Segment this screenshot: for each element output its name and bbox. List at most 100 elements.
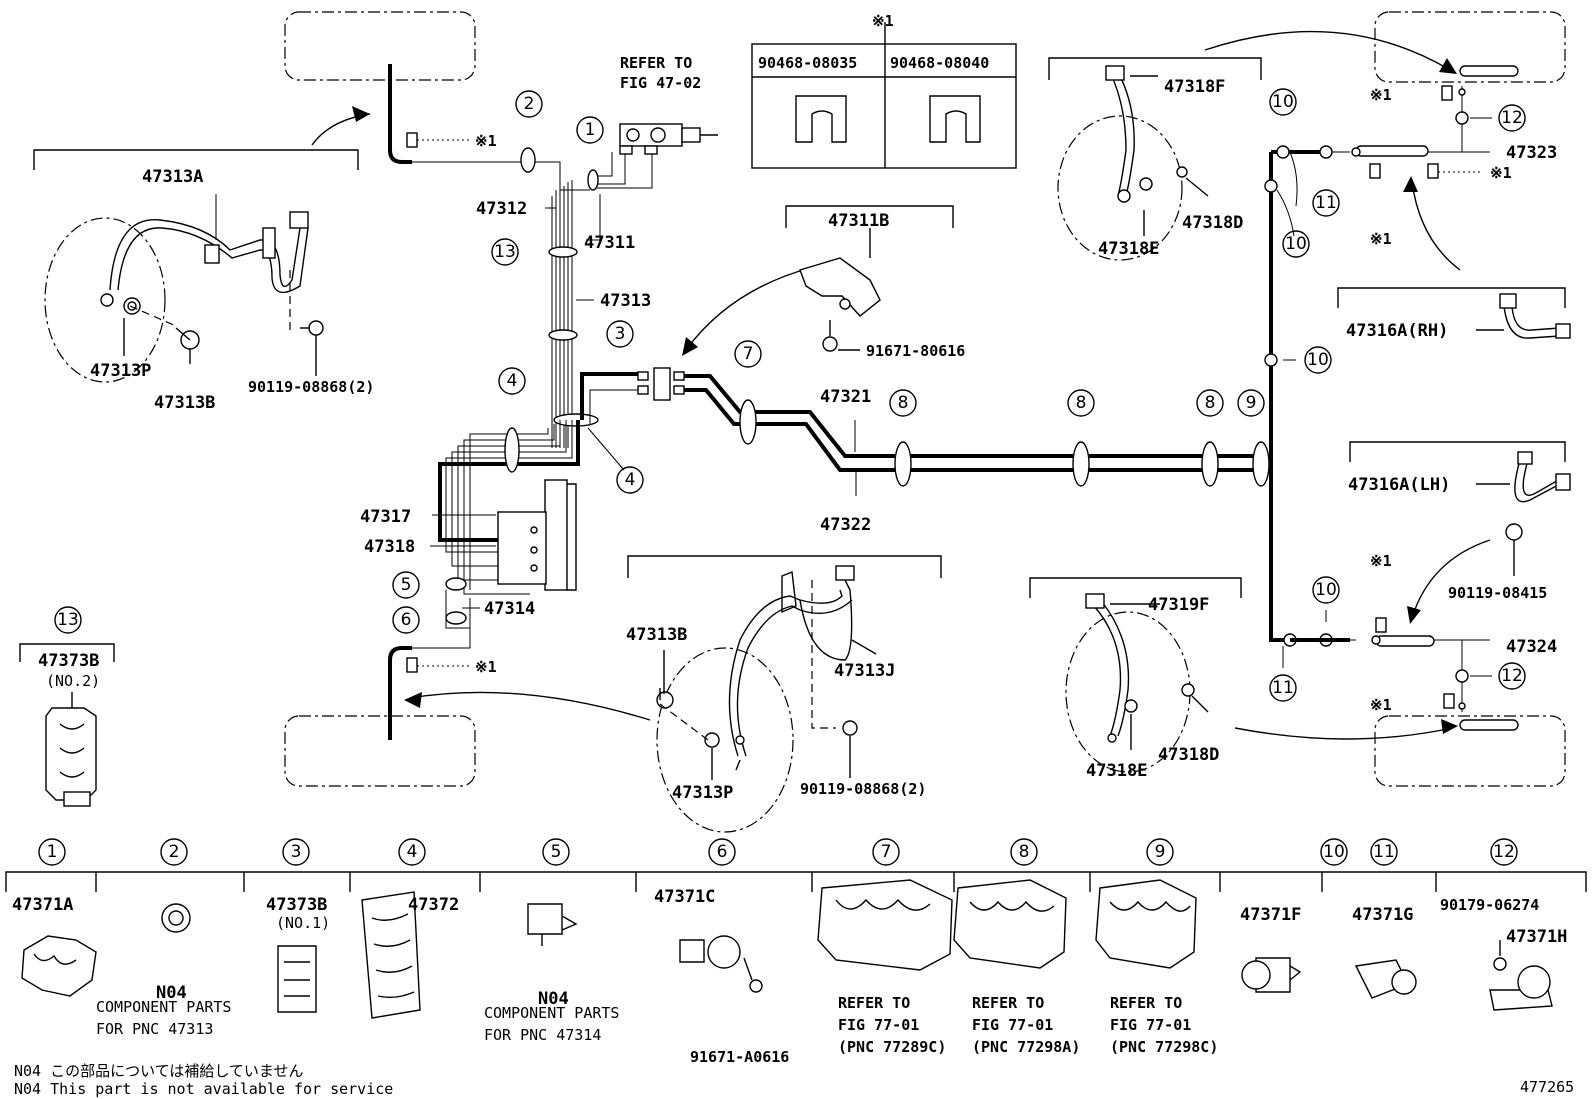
callout-2: 2	[524, 94, 535, 114]
legend-circle-10	[1320, 838, 1348, 866]
legend-circle-2	[160, 838, 188, 866]
front-hose-upper	[44, 211, 324, 383]
legend-part-12: 47371H	[1506, 927, 1567, 947]
legend-number-1: 1	[47, 842, 58, 862]
callout-6: 6	[401, 610, 412, 630]
callout-12b: 12	[1501, 666, 1523, 686]
legend-sub-12: 90179-06274	[1440, 896, 1539, 914]
callout-8c: 8	[1205, 393, 1216, 413]
label-47317: 47317	[360, 507, 411, 527]
legend-circle-9	[1146, 838, 1174, 866]
callout-4a: 4	[507, 371, 518, 391]
callout-4b: 4	[625, 470, 636, 490]
legend-line-8-1: FIG 77-01	[972, 1016, 1053, 1034]
legend-part-1: 47371A	[12, 895, 73, 915]
legend-circle-5	[542, 838, 570, 866]
upper-left-pipe	[388, 64, 590, 191]
legend-number-2: 2	[169, 842, 180, 862]
label-47322: 47322	[820, 515, 871, 535]
label-47318F: 47318F	[1164, 77, 1225, 97]
ref-mark-4: ※1	[1490, 164, 1512, 182]
lower-left-pipe	[388, 646, 470, 740]
label-47312: 47312	[476, 199, 527, 219]
label-90119-08868-b: 90119-08868(2)	[800, 780, 926, 798]
legend-line-2-0: COMPONENT PARTS	[96, 998, 231, 1016]
callout-9: 9	[1246, 393, 1257, 413]
legend-circle-1	[38, 838, 66, 866]
label-47318D-b: 47318D	[1158, 745, 1219, 765]
legend-line-7-0: REFER TO	[838, 994, 910, 1012]
label-refer-fig-2: FIG 47-02	[620, 74, 701, 92]
clip-reference-box	[751, 22, 1017, 169]
legend-line-7-1: FIG 77-01	[838, 1016, 919, 1034]
callout-11a: 11	[1315, 193, 1337, 213]
front-hose-lower	[656, 565, 877, 833]
label-47313J: 47313J	[834, 661, 895, 681]
clamp-47373B-no2	[45, 692, 97, 807]
rear-hose-assembly-lower	[1065, 451, 1571, 773]
label-47313: 47313	[600, 291, 651, 311]
footer-note-en: N04 This part is not available for servi…	[14, 1080, 393, 1098]
legend-circle-11	[1370, 838, 1398, 866]
rear-tubes	[580, 65, 1519, 731]
legend-part-11: 47371G	[1352, 905, 1413, 925]
legend-line-9-0: REFER TO	[1110, 994, 1182, 1012]
legend-circle-4	[398, 838, 426, 866]
ref-mark-6: ※1	[1370, 552, 1392, 570]
label-47313P-b: 47313P	[672, 783, 733, 803]
legend-line-5-1: FOR PNC 47314	[484, 1026, 601, 1044]
callout-7: 7	[743, 344, 754, 364]
label-47313B-a: 47313B	[154, 393, 215, 413]
callout-10c: 10	[1307, 350, 1329, 370]
label-47311: 47311	[584, 233, 635, 253]
legend-line-9-2: (PNC 77298C)	[1110, 1038, 1218, 1056]
clip-90468-08040: 90468-08040	[890, 54, 989, 72]
legend-sub-2: N04	[156, 983, 187, 1003]
ref-mark-3: ※1	[1370, 86, 1392, 104]
legend-circle-7	[872, 838, 900, 866]
label-refer-fig-1: REFER TO	[620, 54, 692, 72]
part-labels: 47313A 47313P 47313B 90119-08868(2) 4731…	[38, 12, 1557, 803]
callout-3: 3	[615, 324, 626, 344]
legend-number-8: 8	[1019, 842, 1030, 862]
legend-line-8-2: (PNC 77298A)	[972, 1038, 1080, 1056]
callout-11b: 11	[1272, 678, 1294, 698]
legend-line-7-2: (PNC 77289C)	[838, 1038, 946, 1056]
callout-numbers: 2 1 13 3 4 4 5 6 7 8 8 8 9 10 10 10 10 1…	[54, 88, 1526, 702]
label-47318: 47318	[364, 537, 415, 557]
clip-90468-08035: 90468-08035	[758, 54, 857, 72]
legend-circle-3	[282, 838, 310, 866]
group-brackets	[5, 57, 1587, 892]
legend-circle-8	[1010, 838, 1038, 866]
callout-5: 5	[401, 575, 412, 595]
legend-part-6: 47371C	[654, 887, 715, 907]
ref-mark-box: ※1	[872, 12, 894, 30]
label-47318E-b: 47318E	[1086, 761, 1147, 781]
label-47313P-a: 47313P	[90, 361, 151, 381]
callout-13: 13	[494, 242, 516, 262]
legend-sub-5: N04	[538, 989, 569, 1009]
legend-number-7: 7	[881, 842, 892, 862]
legend-number-5: 5	[551, 842, 562, 862]
legend-number-3: 3	[291, 842, 302, 862]
label-90119-08868-a: 90119-08868(2)	[248, 378, 374, 396]
legend-part-3: 47373B	[266, 895, 327, 915]
label-47313A: 47313A	[142, 167, 203, 187]
curved-arrows	[311, 30, 1491, 740]
callout-1: 1	[585, 120, 596, 140]
footer-notes: N04 この部品については補給していません N04 This part is n…	[14, 1062, 1574, 1098]
legend-glyphs	[21, 879, 1553, 1019]
label-47373B-no2: 47373B	[38, 651, 99, 671]
callout-8b: 8	[1076, 393, 1087, 413]
legend-line-8-0: REFER TO	[972, 994, 1044, 1012]
legend-number-9: 9	[1155, 842, 1166, 862]
label-47316A-RH: 47316A(RH)	[1346, 321, 1448, 341]
callout-10d: 10	[1315, 580, 1337, 600]
legend-circle-12	[1490, 838, 1518, 866]
label-47318D-a: 47318D	[1182, 213, 1243, 233]
label-47323: 47323	[1506, 143, 1557, 163]
legend-number-6: 6	[717, 842, 728, 862]
label-47313B-b: 47313B	[626, 625, 687, 645]
